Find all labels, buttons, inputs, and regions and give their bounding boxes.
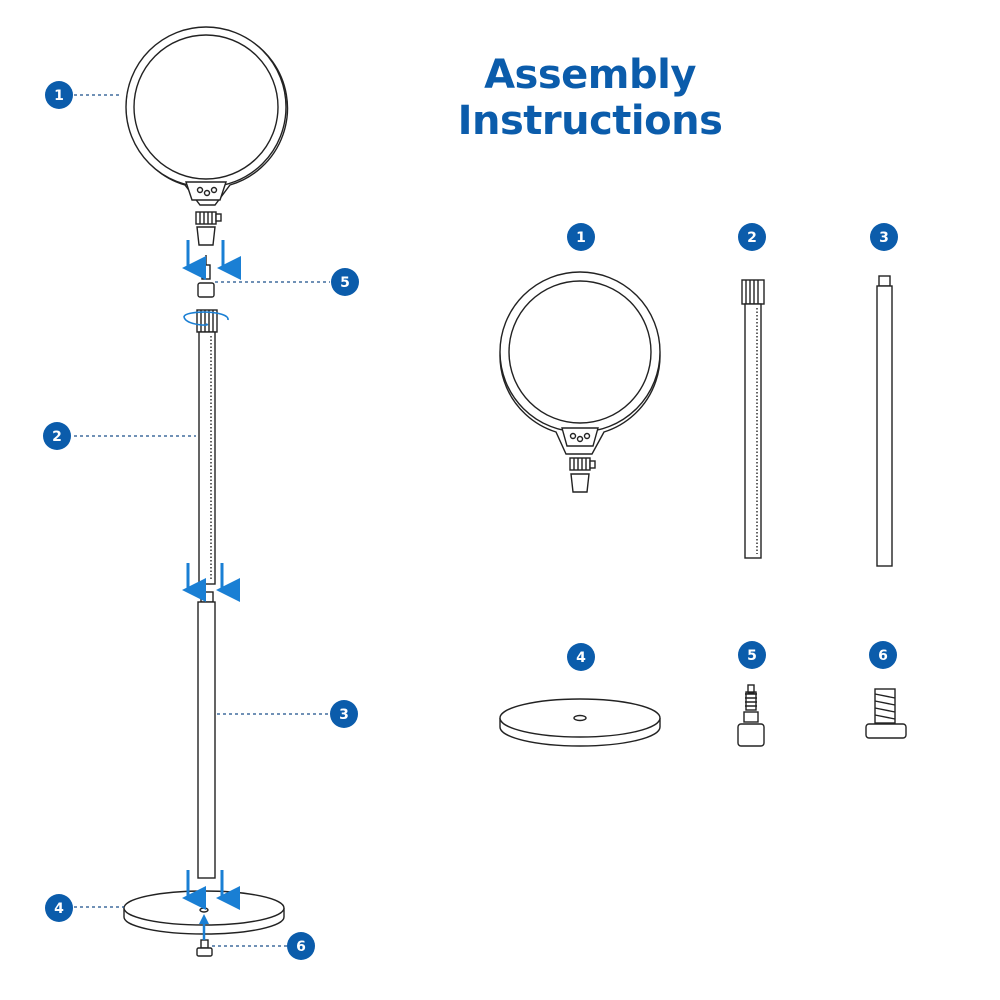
part-badge-3: 3 <box>870 223 898 251</box>
svg-text:5: 5 <box>340 275 350 291</box>
svg-text:6: 6 <box>878 648 888 664</box>
assembled-ring-light <box>125 26 289 246</box>
assembled-screw <box>196 939 213 957</box>
svg-text:2: 2 <box>747 230 757 246</box>
svg-text:4: 4 <box>576 650 586 666</box>
page-title: Assembly Instructions <box>457 52 723 144</box>
assembled-lower-pole <box>197 591 216 879</box>
svg-text:2: 2 <box>52 429 62 445</box>
part-badge-1: 1 <box>567 223 595 251</box>
assembled-upper-pole <box>183 309 229 585</box>
part-5-screw-adapter <box>737 684 765 747</box>
assembled-adapter <box>197 255 215 298</box>
callout-badge-5: 5 <box>331 268 359 296</box>
part-badge-2: 2 <box>738 223 766 251</box>
callout-badge-6: 6 <box>287 932 315 960</box>
svg-text:6: 6 <box>296 939 306 955</box>
svg-text:1: 1 <box>54 88 64 104</box>
svg-text:3: 3 <box>879 230 889 246</box>
part-badge-5: 5 <box>738 641 766 669</box>
part-3-lower-pole <box>876 275 893 567</box>
callout-badge-4: 4 <box>45 894 73 922</box>
part-badge-4: 4 <box>567 643 595 671</box>
callout-badge-3: 3 <box>330 700 358 728</box>
part-badge-6: 6 <box>869 641 897 669</box>
svg-text:1: 1 <box>576 230 586 246</box>
callout-badge-2: 2 <box>43 422 71 450</box>
part-2-upper-pole <box>741 279 765 559</box>
part-1-ring-light <box>499 271 661 493</box>
svg-text:4: 4 <box>54 901 64 917</box>
arrow-up-icon <box>199 914 209 940</box>
svg-text:3: 3 <box>339 707 349 723</box>
part-6-base-screw <box>865 688 907 739</box>
assembled-view <box>123 26 289 957</box>
callout-badge-1: 1 <box>45 81 73 109</box>
svg-text:5: 5 <box>747 648 757 664</box>
assembly-arrows <box>182 240 241 910</box>
part-4-base-plate <box>499 698 661 747</box>
leader-lines <box>74 94 330 947</box>
